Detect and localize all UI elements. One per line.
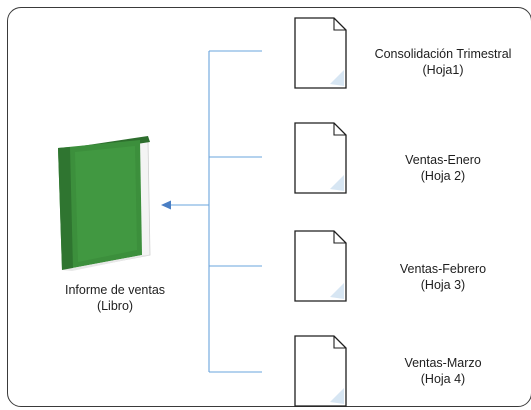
- document-icon-1: [294, 17, 347, 89]
- book-subtitle: (Libro): [96, 299, 134, 313]
- sheet-id: (Hoja 2): [420, 169, 466, 183]
- connector-lines: [170, 50, 262, 373]
- sheet-id: (Hoja1): [422, 63, 464, 77]
- document-icon-4: [294, 335, 347, 407]
- sheet-name: Ventas-Febrero: [399, 262, 487, 276]
- sheet-id: (Hoja 4): [420, 372, 466, 386]
- book-title: Informe de ventas: [64, 283, 166, 297]
- document-icon-2: [294, 122, 347, 194]
- sheet-name: Consolidación Trimestral: [374, 47, 512, 61]
- sheet-label-2: Ventas-Enero (Hoja 2): [373, 152, 513, 184]
- sheet-id: (Hoja 3): [420, 278, 466, 292]
- sheet-label-3: Ventas-Febrero (Hoja 3): [373, 261, 513, 293]
- sheet-name: Ventas-Enero: [405, 153, 481, 167]
- sheet-label-1: Consolidación Trimestral (Hoja1): [368, 46, 518, 78]
- sheet-label-4: Ventas-Marzo (Hoja 4): [373, 355, 513, 387]
- green-book-icon: [58, 136, 151, 271]
- book-label: Informe de ventas (Libro): [45, 282, 185, 314]
- sheet-name: Ventas-Marzo: [404, 356, 482, 370]
- document-icon-3: [294, 230, 347, 302]
- arrow-head: [161, 200, 171, 210]
